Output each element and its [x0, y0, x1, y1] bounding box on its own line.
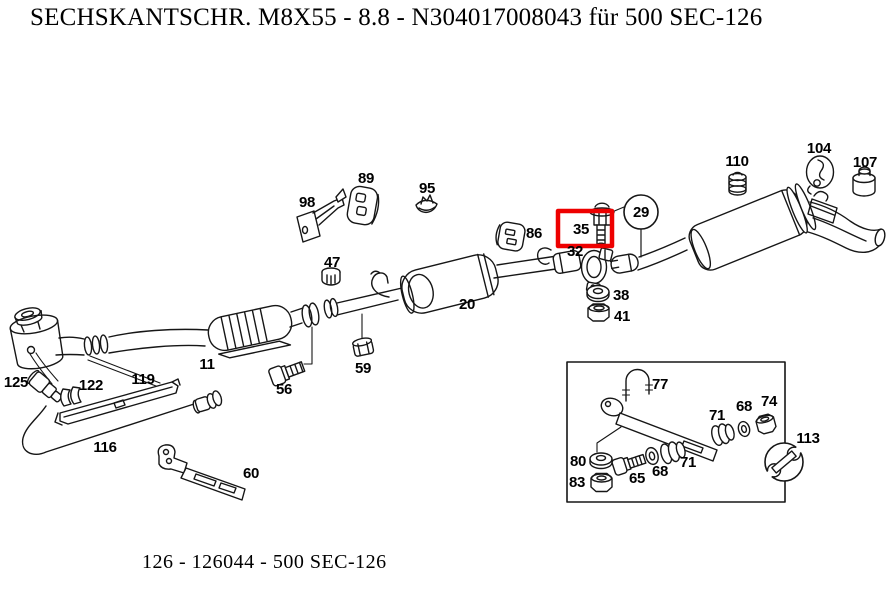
part-label-71-29: 71	[680, 454, 696, 471]
bracket-rail-119	[54, 378, 181, 426]
nut-59	[352, 337, 375, 357]
nut-41	[587, 303, 610, 322]
hanger-plate-104	[805, 155, 835, 195]
part-label-68-28: 68	[652, 463, 668, 480]
washer-80	[589, 452, 613, 470]
mount-arm	[600, 397, 718, 462]
part-label-71-22: 71	[709, 407, 725, 424]
part-label-113-30: 113	[796, 430, 819, 447]
bushing-47	[321, 267, 341, 286]
part-label-98-0: 98	[299, 194, 315, 211]
bolt-56	[268, 361, 306, 387]
part-label-122-17: 122	[79, 377, 103, 394]
part-label-56-7: 56	[276, 381, 292, 398]
tailpipe	[807, 190, 886, 253]
sensor-cable-116	[21, 403, 195, 456]
cat-outlet-pipe	[289, 307, 304, 328]
part-label-107-15: 107	[853, 154, 877, 171]
part-label-83-26: 83	[569, 474, 585, 491]
part-label-32-9: 32	[567, 243, 583, 260]
part-labels: 98 89 95 86 47 20 11 56 59 32 35 38 41 110 104 107 125 12…	[4, 140, 877, 491]
front-pipe	[55, 328, 209, 356]
leader-wedge	[87, 355, 161, 387]
bolt-65	[611, 453, 647, 476]
footer-caption: 126 - 126044 - 500 SEC-126	[142, 551, 387, 573]
buffer-110	[728, 171, 747, 196]
highlight-box	[555, 208, 615, 249]
part-label-95-2: 95	[419, 180, 435, 197]
part-label-68-23: 68	[736, 398, 752, 415]
rubber-hanger-89	[346, 185, 380, 226]
mount-107	[852, 166, 876, 197]
part-label-41-12: 41	[614, 308, 630, 325]
clamp-32	[580, 247, 614, 294]
mid-pipe	[336, 287, 403, 316]
inset-box	[566, 361, 786, 503]
rear-muffler	[688, 183, 817, 271]
part-label-86-3: 86	[526, 225, 542, 242]
callout-circle	[623, 194, 659, 230]
rubber-block-86	[495, 221, 526, 252]
flange-joint	[301, 297, 339, 328]
part-label-60-20: 60	[243, 465, 259, 482]
part-label-59-8: 59	[355, 360, 371, 377]
middle-muffler	[399, 253, 499, 314]
part-label-110-13: 110	[725, 153, 748, 170]
page-title: SECHSKANTSCHR. M8X55 - 8.8 - N3040170080…	[30, 4, 763, 31]
front-pipe-assembly	[9, 297, 339, 370]
washer-38	[586, 284, 610, 303]
sleeve-joint	[536, 247, 582, 275]
leader-56	[303, 326, 313, 365]
part-label-116-19: 116	[93, 439, 116, 456]
part-label-20-5: 20	[459, 296, 475, 313]
front-canister	[9, 307, 64, 370]
washer-68-left	[645, 446, 659, 466]
wrench-icon	[765, 445, 803, 479]
bracket-60	[157, 444, 246, 501]
nut-74	[755, 413, 777, 435]
washer-68-right	[737, 420, 751, 438]
rear-pipe	[637, 237, 688, 271]
part-label-125-16: 125	[4, 374, 28, 391]
part-label-65-27: 65	[629, 470, 645, 487]
pipe-coupling	[83, 334, 109, 356]
hanger-hook-front	[370, 270, 390, 298]
bracket-98	[296, 188, 347, 243]
part-label-77-21: 77	[652, 376, 668, 393]
catalytic-converter	[207, 304, 293, 359]
bushing-71-left	[660, 441, 686, 465]
slip-joint-pipe	[609, 253, 639, 274]
cable-connector	[192, 390, 223, 414]
u-bolt-77	[621, 368, 654, 402]
clip-95	[415, 194, 438, 214]
nut-83	[590, 472, 613, 493]
clip-122	[60, 386, 82, 407]
part-label-47-4: 47	[324, 254, 340, 271]
part-label-80-25: 80	[570, 453, 586, 470]
part-label-38-11: 38	[613, 287, 629, 304]
part-label-35-10: 35	[573, 221, 589, 238]
leader-80	[596, 426, 622, 453]
part-label-119-18: 119	[131, 371, 154, 388]
callout-label: 29	[633, 204, 649, 221]
part-label-104-14: 104	[807, 140, 832, 157]
muffler-exit-pipe	[493, 255, 558, 279]
part-label-11-6: 11	[199, 356, 214, 373]
bushing-71-right	[711, 423, 735, 446]
part-label-74-24: 74	[761, 393, 778, 410]
oxygen-sensor-125	[26, 369, 63, 403]
part-label-89-1: 89	[358, 170, 374, 187]
